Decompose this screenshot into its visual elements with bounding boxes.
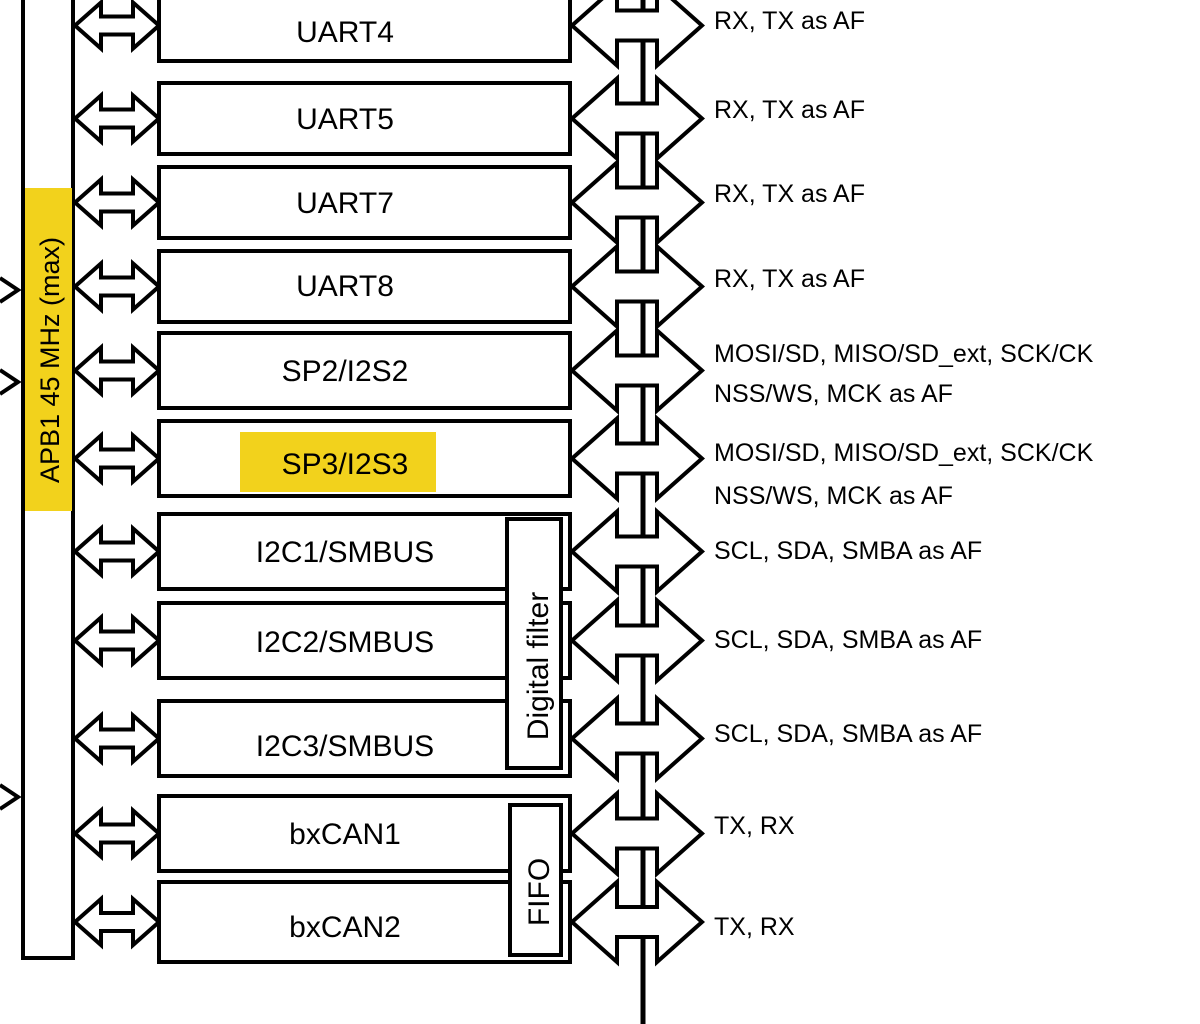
apb1-bus-highlight bbox=[25, 188, 72, 511]
peripheral-box bbox=[157, 331, 572, 410]
pin-link-arrow bbox=[568, 326, 706, 415]
pin-function-label: TX, RX bbox=[714, 913, 795, 941]
peripheral-row: I2C2/SMBUS SCL, SDA, SMBA as AF bbox=[71, 596, 982, 685]
apb1-bus-label: APB1 45 MHz (max) bbox=[35, 237, 65, 483]
peripheral-box bbox=[157, 249, 572, 324]
peripheral-box bbox=[157, 794, 572, 873]
fifo-block bbox=[508, 803, 563, 957]
pin-function-label: SCL, SDA, SMBA as AF bbox=[714, 537, 982, 565]
pin-function-label: SCL, SDA, SMBA as AF bbox=[714, 720, 982, 748]
bus-link-arrow bbox=[71, 175, 163, 230]
left-chevron-1 bbox=[0, 276, 22, 304]
peripheral-row: SP3/I2S3 MOSI/SD, MISO/SD_ext, SCK/CK NSS/… bbox=[71, 414, 1094, 510]
peripheral-row: bxCAN1 TX, RX bbox=[71, 789, 795, 878]
peripheral-box bbox=[157, 0, 572, 63]
bus-link-arrow bbox=[71, 711, 163, 766]
peripheral-name: SP3/I2S3 bbox=[282, 448, 409, 481]
peripheral-name: I2C3/SMBUS bbox=[256, 730, 434, 763]
peripheral-box bbox=[157, 512, 572, 591]
fifo-label: FIFO bbox=[523, 858, 556, 926]
pin-link-arrow bbox=[568, 507, 706, 596]
pin-link-arrow bbox=[568, 242, 706, 331]
pin-link-arrow bbox=[568, 158, 706, 247]
peripheral-row: UART5 RX, TX as AF bbox=[71, 74, 865, 163]
peripheral-box bbox=[157, 880, 572, 964]
peripheral-row: I2C3/SMBUS SCL, SDA, SMBA as AF bbox=[71, 694, 982, 783]
peripheral-name: UART5 bbox=[296, 103, 394, 136]
pin-function-label: NSS/WS, MCK as AF bbox=[714, 380, 953, 408]
peripheral-row: SP2/I2S2 MOSI/SD, MISO/SD_ext, SCK/CK NSS/… bbox=[71, 326, 1094, 415]
peripheral-row: UART7 RX, TX as AF bbox=[71, 158, 865, 247]
pin-function-label: RX, TX as AF bbox=[714, 7, 865, 35]
peripheral-name: SP2/I2S2 bbox=[282, 355, 409, 388]
peripheral-name: I2C2/SMBUS bbox=[256, 626, 434, 659]
pin-link-arrow bbox=[568, 74, 706, 163]
pin-link-arrow bbox=[568, 877, 706, 967]
left-chevron-3 bbox=[0, 783, 22, 811]
peripheral-name: UART7 bbox=[296, 187, 394, 220]
pin-link-arrow bbox=[568, 789, 706, 878]
bus-link-arrow bbox=[71, 894, 163, 950]
left-chevron-2 bbox=[0, 368, 22, 396]
bus-link-arrow bbox=[71, 259, 163, 314]
pin-function-label: NSS/WS, MCK as AF bbox=[714, 482, 953, 510]
bus-link-arrow bbox=[71, 524, 163, 579]
peripheral-box bbox=[157, 81, 572, 156]
peripheral-box bbox=[157, 601, 572, 680]
peripheral-highlight bbox=[240, 432, 436, 492]
peripheral-name: UART8 bbox=[296, 270, 394, 303]
bus-link-arrow bbox=[71, 431, 163, 486]
peripheral-row: UART8 RX, TX as AF bbox=[71, 242, 865, 331]
pin-link-arrow bbox=[568, 414, 706, 503]
peripheral-row: bxCAN2 TX, RX bbox=[71, 877, 795, 967]
pin-function-label: SCL, SDA, SMBA as AF bbox=[714, 626, 982, 654]
bus-link-arrow bbox=[71, 0, 163, 53]
bus-link-arrow bbox=[71, 91, 163, 146]
pin-link-arrow bbox=[568, 694, 706, 783]
peripheral-name: UART4 bbox=[296, 16, 394, 49]
digital-filter-label: Digital filter bbox=[522, 592, 555, 740]
peripheral-box bbox=[157, 699, 572, 778]
peripheral-box bbox=[157, 165, 572, 240]
pin-link-arrow bbox=[568, 0, 706, 70]
pin-function-label: MOSI/SD, MISO/SD_ext, SCK/CK bbox=[714, 340, 1094, 368]
peripheral-row: I2C1/SMBUS SCL, SDA, SMBA as AF bbox=[71, 507, 982, 596]
peripheral-name: I2C1/SMBUS bbox=[256, 536, 434, 569]
peripheral-name: bxCAN1 bbox=[289, 818, 401, 851]
peripheral-name: bxCAN2 bbox=[289, 911, 401, 944]
digital-filter-block bbox=[505, 517, 563, 770]
pin-link-arrow bbox=[568, 596, 706, 685]
bus-link-arrow bbox=[71, 343, 163, 398]
pin-function-label: MOSI/SD, MISO/SD_ext, SCK/CK bbox=[714, 439, 1094, 467]
pin-function-label: RX, TX as AF bbox=[714, 180, 865, 208]
pin-function-label: TX, RX bbox=[714, 812, 795, 840]
peripheral-row: UART4 RX, TX as AF bbox=[71, 0, 865, 70]
bus-link-arrow bbox=[71, 613, 163, 668]
pin-function-label: RX, TX as AF bbox=[714, 96, 865, 124]
bus-link-arrow bbox=[71, 806, 163, 861]
pin-function-label: RX, TX as AF bbox=[714, 265, 865, 293]
